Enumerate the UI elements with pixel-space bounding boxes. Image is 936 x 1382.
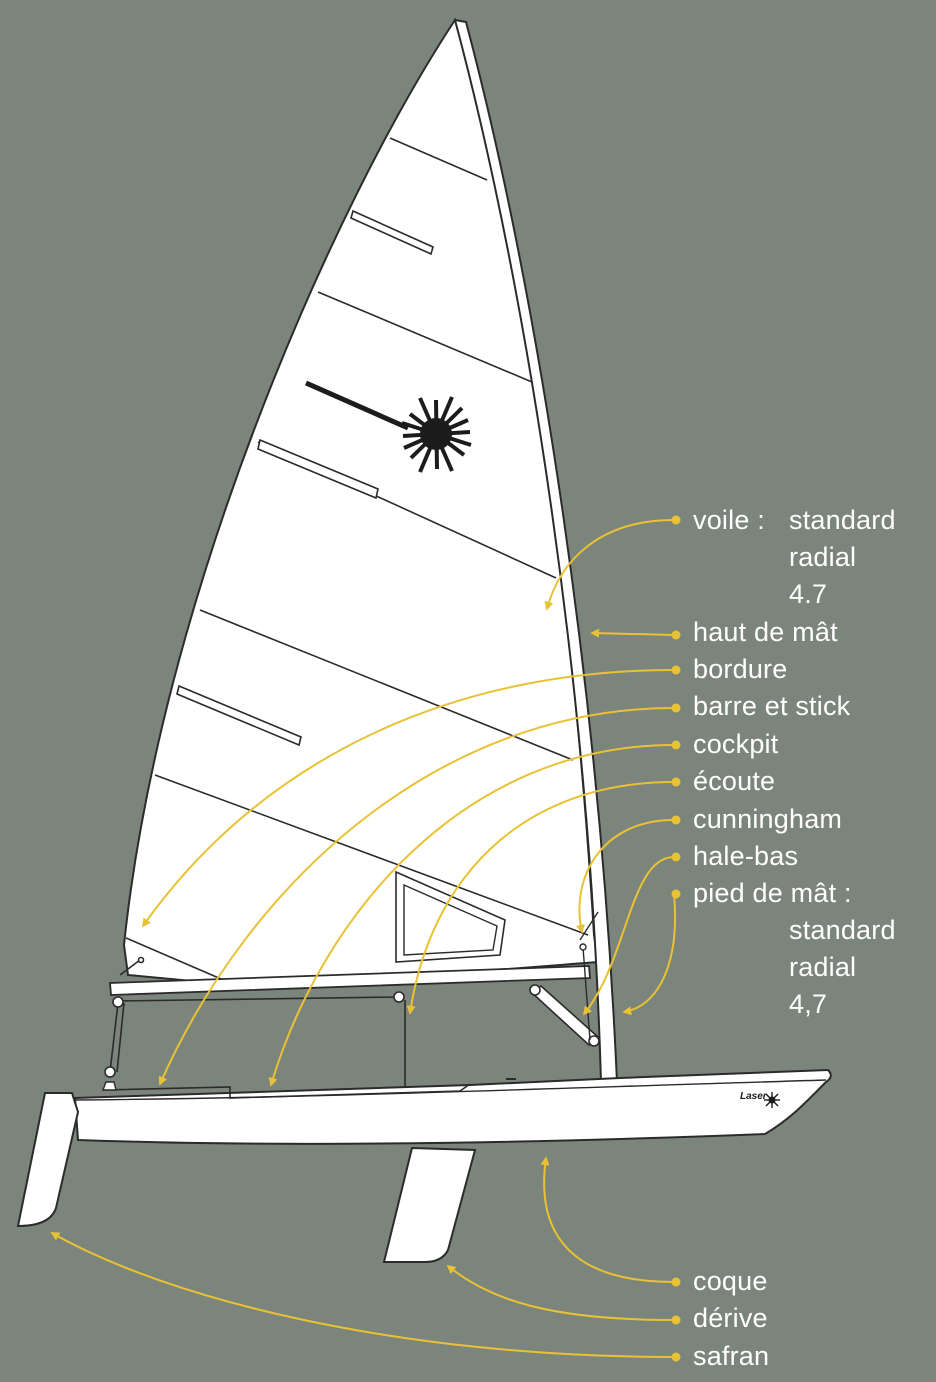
leader-dots [672,516,681,1362]
hull-brand: Laser [740,1091,768,1102]
arrow-haut-de-mat [592,633,674,635]
label-pied-radial: radial [789,952,856,982]
label-pied-standard: standard [789,915,896,945]
label-haut-de-mat: haut de mât [693,617,838,647]
daggerboard [384,1148,475,1262]
label-pied-de-mat: pied de mât : [693,878,852,908]
label-barre: barre et stick [693,691,850,721]
arrow-derive [448,1266,674,1320]
label-bordure: bordure [693,654,787,684]
label-voile-47: 4.7 [789,579,827,609]
arrow-pied-de-mat [624,894,675,1012]
rudder [18,1093,78,1226]
label-cunningham: cunningham [693,804,842,834]
label-safran: safran [693,1341,769,1371]
label-voile-radial: radial [789,542,856,572]
label-derive: dérive [693,1303,768,1333]
sail [124,20,598,985]
label-cockpit: cockpit [693,729,778,759]
arrow-coque [544,1158,674,1282]
arrow-safran [52,1233,674,1357]
label-voile: voile : [693,505,765,535]
label-ecoute: écoute [693,766,775,796]
label-hale-bas: hale-bas [693,841,798,871]
hull [75,1070,831,1144]
label-coque: coque [693,1266,768,1296]
label-voile-standard: standard [789,505,896,535]
label-pied-47: 4,7 [789,989,827,1019]
